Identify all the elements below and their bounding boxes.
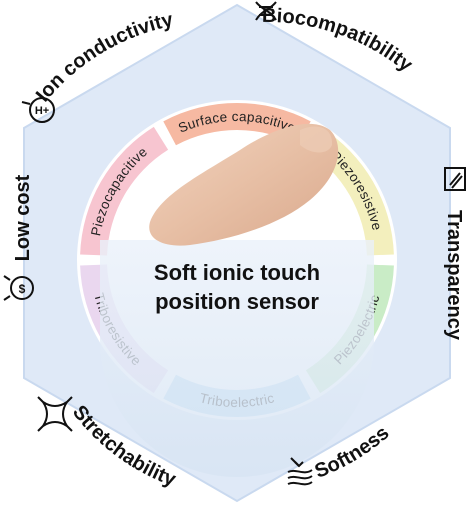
dna-icon — [255, 1, 277, 21]
finger-touch-illustration — [100, 123, 374, 477]
fingernail — [300, 126, 333, 153]
property-low-cost: Low cost — [12, 174, 34, 261]
svg-text:H+: H+ — [35, 105, 49, 117]
finger-shape — [149, 123, 339, 246]
ion-icon: H+ — [21, 97, 55, 123]
transparency-icon — [444, 167, 466, 191]
center-title-line2: position sensor — [155, 289, 319, 314]
stretch-icon — [37, 396, 73, 432]
center-title-line1: Soft ionic touch — [154, 260, 320, 285]
svg-text:$: $ — [19, 282, 26, 296]
ring-segment-piezocapacitive — [80, 126, 169, 256]
property-transparency: Transparency — [443, 210, 465, 341]
money-icon: $ — [3, 275, 34, 301]
touch-pad — [100, 240, 374, 477]
softness-icon — [287, 457, 313, 486]
